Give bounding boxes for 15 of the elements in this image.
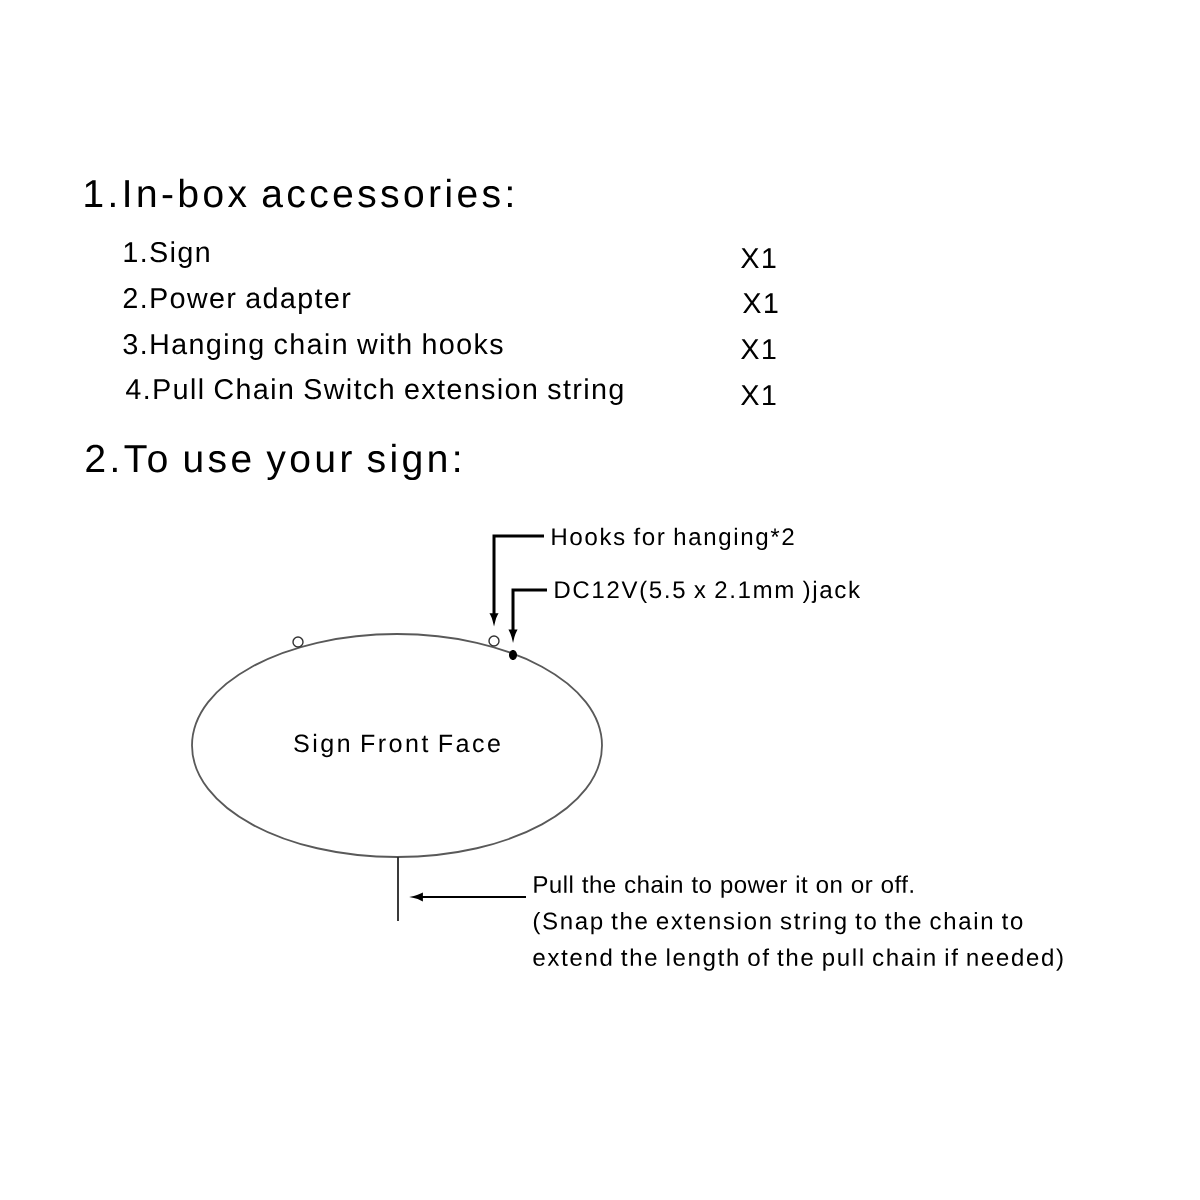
quantity-text: X1: [741, 385, 776, 405]
instruction-text: Pull the chain to power it on or off. (Snap the extension string to the chain to extend the length of the pull chain if needed): [533, 875, 1063, 971]
callout-text: Hooks for hanging*2: [552, 527, 794, 550]
list-item: 4.Pull Chain Switch extension string: [126, 378, 623, 405]
quantity-text: X1: [741, 339, 776, 359]
list-item: 2.Power adapter: [123, 287, 351, 314]
list-item: 1.Sign: [124, 241, 209, 268]
hook-ring: [292, 636, 304, 648]
section-heading: 2.To use your sign:: [86, 443, 459, 481]
quantity-text: X1: [741, 248, 776, 268]
quantity-text: X1: [743, 293, 778, 313]
section-heading: 1.In-box accessories:: [85, 178, 512, 208]
callout-text: DC12V(5.5 x 2.1mm )jack: [555, 580, 861, 603]
list-item: 3.Hanging chain with hooks: [123, 333, 503, 360]
hook-ring: [488, 635, 500, 647]
